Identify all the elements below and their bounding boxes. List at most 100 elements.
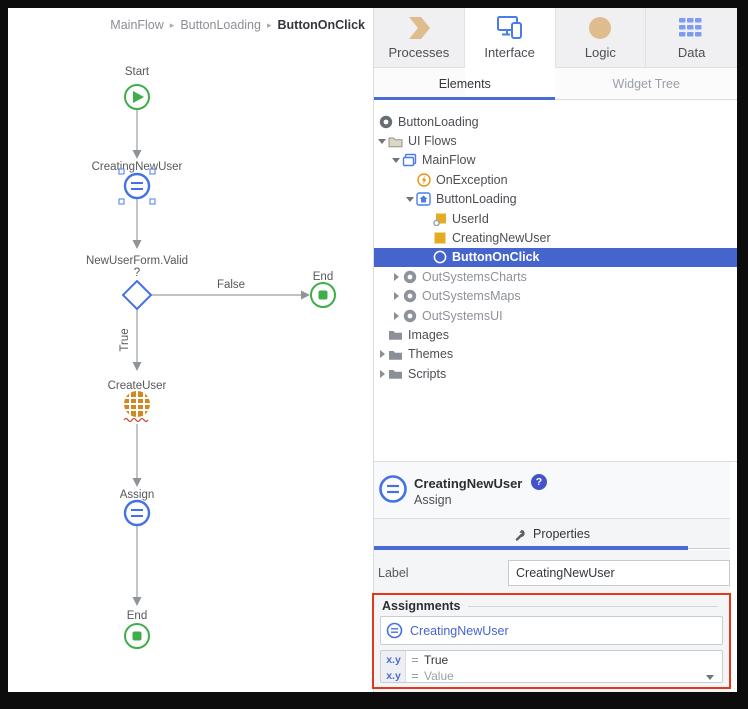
properties-divider xyxy=(374,461,737,462)
play-icon xyxy=(133,91,144,103)
tab-logic-label: Logic xyxy=(584,45,616,60)
client-action-icon xyxy=(432,250,447,265)
assign2-node-label: Assign xyxy=(120,489,155,501)
module-icon xyxy=(378,114,393,129)
tree-item-onexception[interactable]: OnException xyxy=(374,170,737,189)
flow-connectors[interactable] xyxy=(136,110,302,598)
module-icon xyxy=(402,308,417,323)
processes-icon xyxy=(408,17,430,39)
end-false-node[interactable] xyxy=(310,282,336,308)
tab-widget-tree[interactable]: Widget Tree xyxy=(612,76,680,91)
expander-open-icon[interactable] xyxy=(376,135,388,147)
expander-closed-icon[interactable] xyxy=(390,290,402,302)
breadcrumb-buttononclick: ButtonOnClick xyxy=(277,18,366,32)
properties-header: CreatingNewUser ? Assign xyxy=(374,462,730,518)
warning-squiggle-icon xyxy=(123,417,149,423)
tab-data[interactable]: Data xyxy=(646,8,737,68)
tree-item-module-buttonloading[interactable]: ButtonLoading xyxy=(374,112,737,131)
start-node-label: Start xyxy=(125,66,150,78)
tree-item-userid[interactable]: UserId xyxy=(374,209,737,228)
createuser-node[interactable] xyxy=(122,390,152,423)
tree-item-creatingnewuser-var[interactable]: CreatingNewUser xyxy=(374,228,737,247)
tree-item-screen-buttonloading[interactable]: ButtonLoading xyxy=(374,190,737,209)
decision-node[interactable] xyxy=(122,280,152,310)
assign1-node-label: CreatingNewUser xyxy=(92,161,183,173)
end-false-node-label: End xyxy=(313,271,333,283)
assign-node-creatingnewuser[interactable] xyxy=(123,172,151,200)
folder-icon xyxy=(388,347,403,362)
flow-arrowheads xyxy=(132,150,310,606)
tree-item-images[interactable]: Images xyxy=(374,325,737,344)
assign-icon xyxy=(386,622,403,639)
assignment-row[interactable]: x.y = Value xyxy=(381,668,722,684)
end-node[interactable] xyxy=(124,623,150,649)
folder-icon xyxy=(388,366,403,381)
tab-processes[interactable]: Processes xyxy=(374,8,465,68)
home-screen-icon xyxy=(416,192,431,207)
assignment-variable-name: CreatingNewUser xyxy=(410,623,509,638)
selected-element-type: Assign xyxy=(414,493,452,507)
tree-item-outsystemscharts[interactable]: OutSystemsCharts xyxy=(374,267,737,286)
breadcrumb-separator-icon: ▸ xyxy=(266,19,272,30)
tree-item-scripts[interactable]: Scripts xyxy=(374,364,737,383)
wrench-icon xyxy=(515,529,525,541)
tab-data-label: Data xyxy=(677,45,706,60)
assignment-value-placeholder[interactable]: Value xyxy=(424,669,454,683)
tab-interface[interactable]: Interface xyxy=(464,8,556,68)
assign-node[interactable] xyxy=(123,499,151,527)
tab-elements[interactable]: Elements xyxy=(438,76,491,91)
module-icon xyxy=(402,289,417,304)
breadcrumb: MainFlow ▸ ButtonLoading ▸ ButtonOnClick xyxy=(110,18,365,32)
elements-tab-underline xyxy=(374,96,555,100)
stop-icon xyxy=(132,631,142,641)
decision-node-label: NewUserForm.Valid xyxy=(86,255,188,267)
element-tree: ButtonLoading UI Flows MainFlow xyxy=(374,112,737,383)
edge-label-false: False xyxy=(217,279,245,291)
expander-closed-icon[interactable] xyxy=(390,310,402,322)
panel-tab-bar: Elements Widget Tree xyxy=(374,68,737,100)
assignments-header: Assignments xyxy=(382,599,461,613)
expander-closed-icon[interactable] xyxy=(376,348,388,360)
edge-label-true: True xyxy=(119,328,131,351)
tree-item-outsystemsmaps[interactable]: OutSystemsMaps xyxy=(374,287,737,306)
variable-chip: x.y xyxy=(386,654,401,666)
label-input[interactable] xyxy=(508,560,730,586)
main-tab-bar: Processes Interface Logic xyxy=(374,8,737,68)
properties-tab-underline xyxy=(374,546,688,550)
expander-closed-icon[interactable] xyxy=(390,271,402,283)
service-studio-window: MainFlow ▸ ButtonLoading ▸ ButtonOnClick xyxy=(8,8,737,692)
label-field-label: Label xyxy=(378,566,409,580)
expander-open-icon[interactable] xyxy=(390,154,402,166)
assignment-variable-row[interactable]: CreatingNewUser xyxy=(380,616,723,645)
right-panel: Processes Interface Logic xyxy=(372,8,737,692)
exception-icon xyxy=(416,172,431,187)
help-badge[interactable]: ? xyxy=(531,474,547,490)
breadcrumb-mainflow[interactable]: MainFlow xyxy=(110,18,164,32)
tree-item-ui-flows[interactable]: UI Flows xyxy=(374,131,737,150)
flow-diagram[interactable]: False True Start CreatingNewUser xyxy=(8,8,374,692)
flow-canvas-panel[interactable]: MainFlow ▸ ButtonLoading ▸ ButtonOnClick xyxy=(8,8,374,692)
expander-open-icon[interactable] xyxy=(404,193,416,205)
assignments-highlight-box: Assignments CreatingNewUser x.y = True xyxy=(372,593,731,689)
assignment-value[interactable]: True xyxy=(424,653,449,667)
tree-item-outsystemsui[interactable]: OutSystemsUI xyxy=(374,306,737,325)
assignment-row[interactable]: x.y = True xyxy=(381,652,722,668)
tab-interface-label: Interface xyxy=(484,45,535,60)
local-variable-icon xyxy=(432,231,447,246)
breadcrumb-buttonloading[interactable]: ButtonLoading xyxy=(180,18,261,32)
start-node[interactable] xyxy=(124,84,150,110)
tree-item-themes[interactable]: Themes xyxy=(374,345,737,364)
tree-item-buttononclick[interactable]: ButtonOnClick xyxy=(374,247,737,268)
properties-tab-label: Properties xyxy=(533,527,590,541)
tab-logic[interactable]: Logic xyxy=(555,8,647,68)
variable-chip: x.y xyxy=(386,670,401,682)
tree-item-mainflow[interactable]: MainFlow xyxy=(374,151,737,170)
tab-processes-label: Processes xyxy=(388,45,450,60)
assignment-pair-box[interactable]: x.y = True x.y = Value xyxy=(380,650,723,683)
createuser-node-label: CreateUser xyxy=(108,380,167,392)
properties-tab-bar[interactable]: Properties xyxy=(374,518,730,549)
dropdown-caret-icon[interactable] xyxy=(706,675,714,680)
logic-icon xyxy=(589,17,612,39)
expander-closed-icon[interactable] xyxy=(376,368,388,380)
selection-handles[interactable] xyxy=(118,168,156,205)
